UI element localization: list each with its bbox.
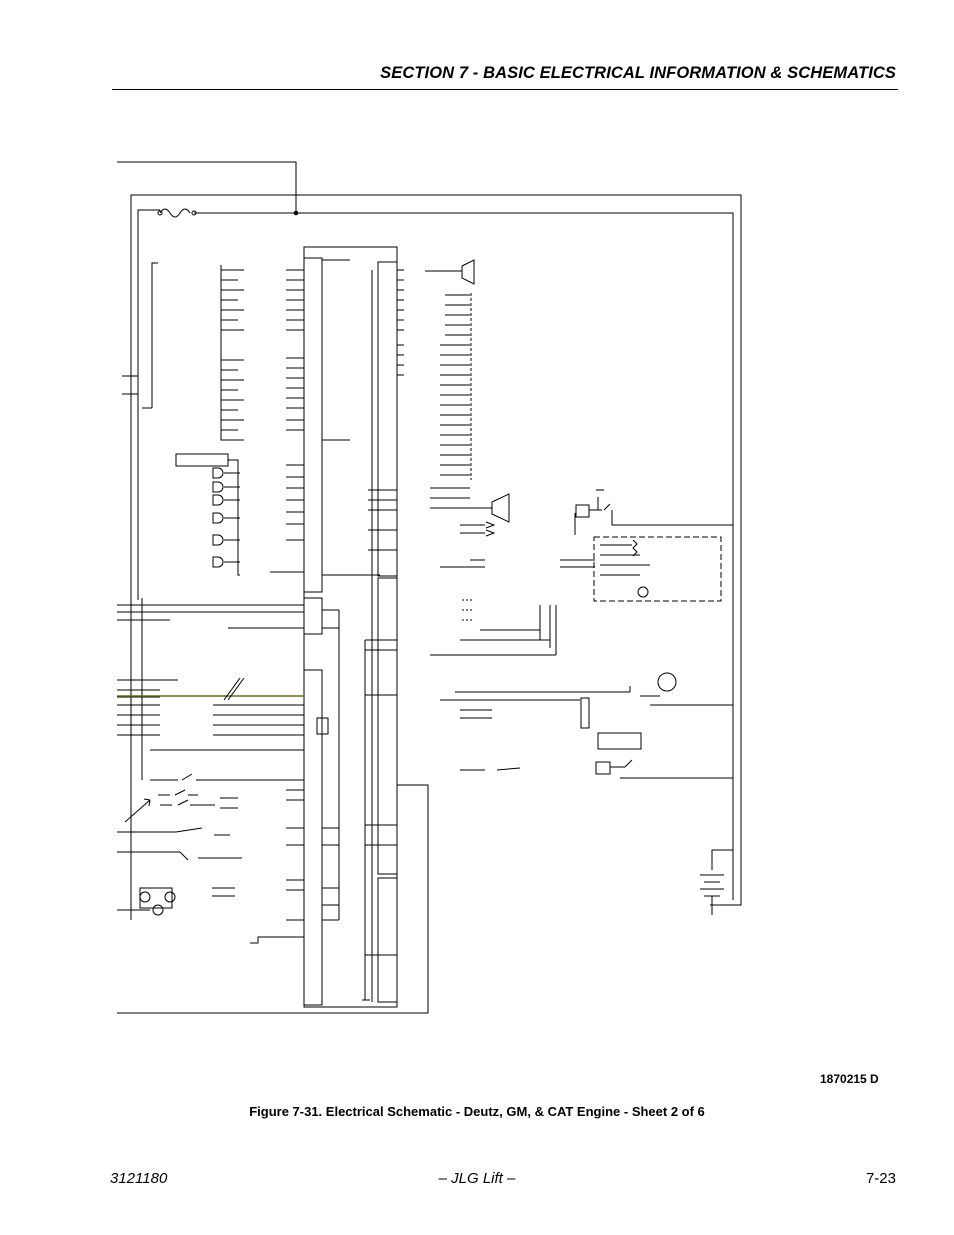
publisher: – JLG Lift – [438,1170,516,1187]
section-title: SECTION 7 - BASIC ELECTRICAL INFORMATION… [380,64,896,82]
inner-power-loop [137,209,734,900]
left-harness [122,262,158,780]
fuse-terminal-left [157,210,163,216]
page-number: 7-23 [865,1170,896,1187]
battery [700,849,733,915]
fuse-terminal-right [191,210,197,216]
header-rule [112,89,898,90]
mid-harness [117,599,557,751]
doc-number: 3121180 [110,1170,168,1187]
starter-relay-area [560,489,733,602]
switch-bank-upper [220,265,244,441]
junction-node [293,210,299,216]
horn-and-relays [425,259,510,568]
main-feed-wire [117,161,297,213]
fuel-pump-area [440,672,733,779]
drawing-number: 1870215 D [820,1072,879,1086]
outer-power-loop [130,194,742,920]
lamp-bank [175,453,240,576]
lower-switch-group [117,773,304,944]
figure-caption: Figure 7-31. Electrical Schematic - Deut… [249,1104,705,1119]
connector-block-right [117,261,429,1014]
fuse [159,208,191,218]
